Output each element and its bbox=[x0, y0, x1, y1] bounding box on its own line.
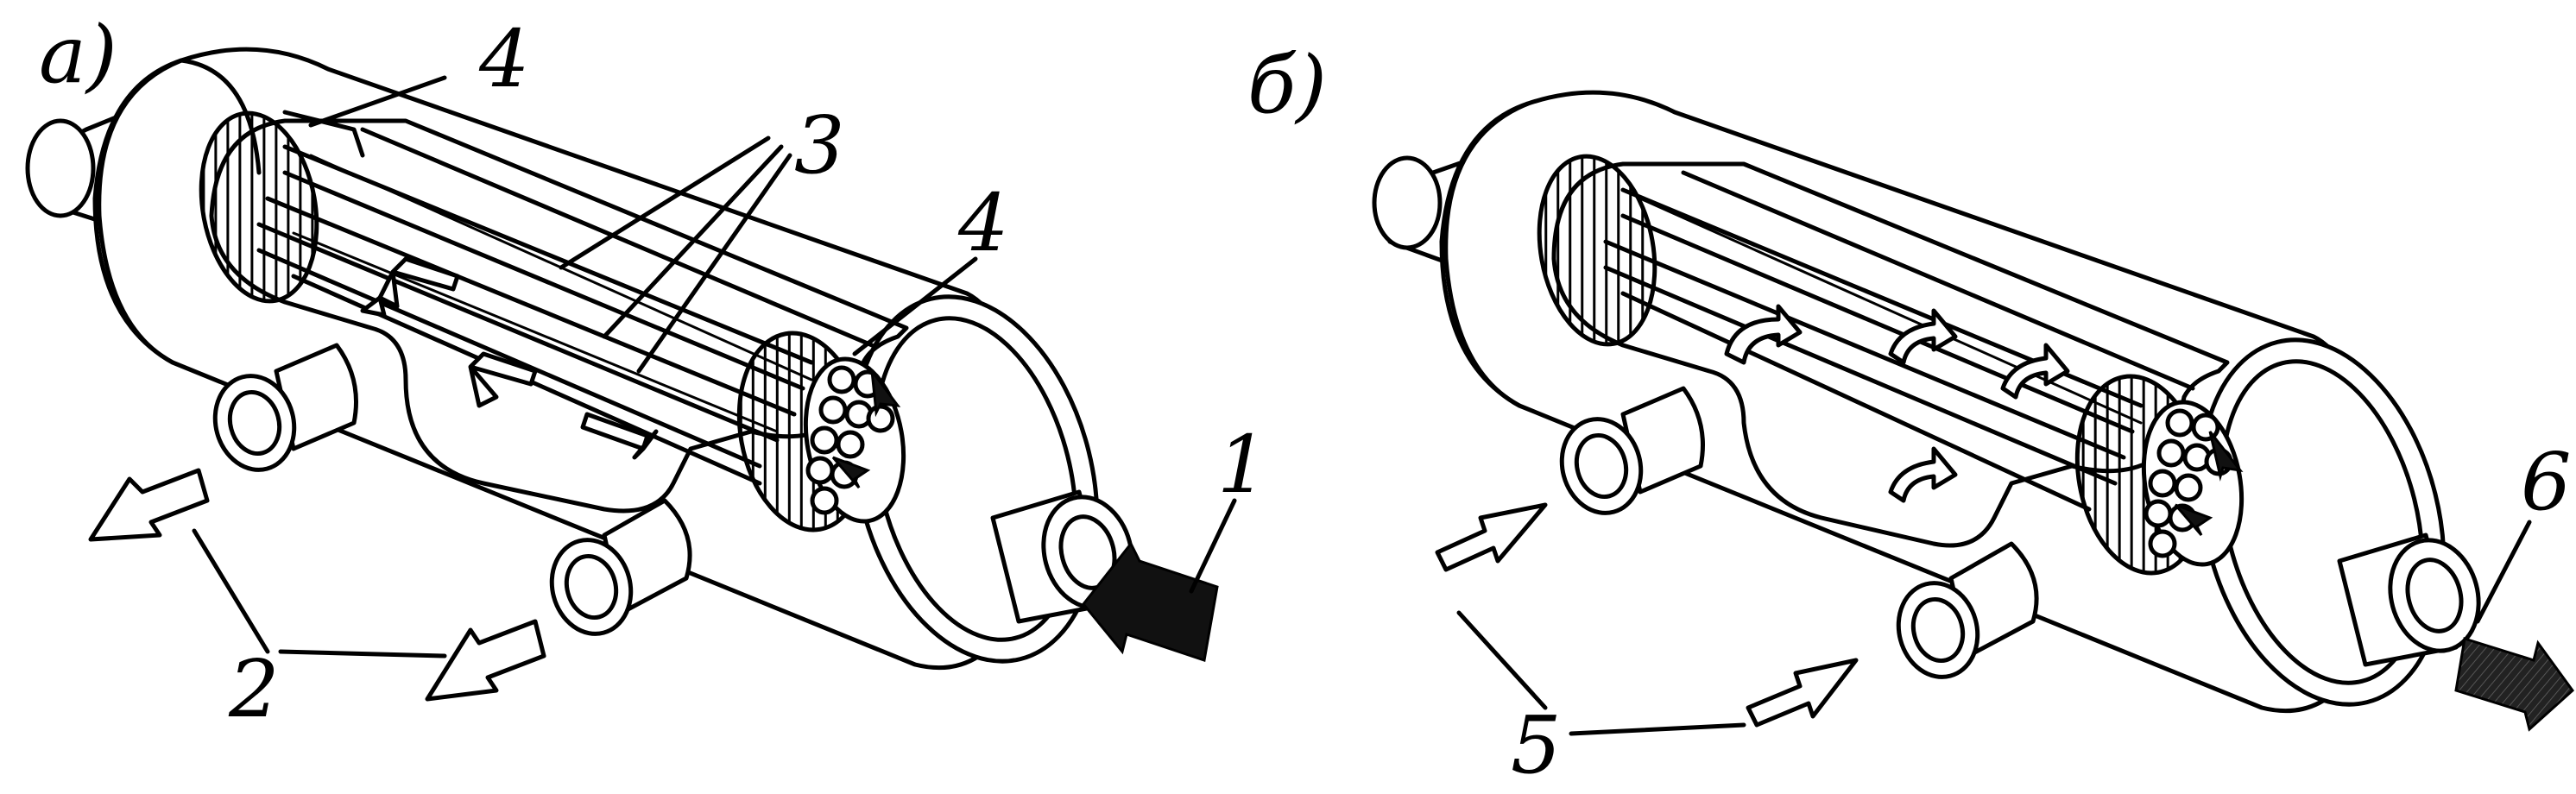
leader-lines-a bbox=[192, 75, 1237, 659]
panel-b: б) 6 5 bbox=[1247, 39, 2575, 791]
tubesheet-left-b bbox=[1537, 154, 1657, 347]
internal-flow-arrows-a bbox=[360, 256, 659, 460]
outlet-arrow-2a bbox=[88, 468, 210, 542]
side-nozzle-2-a bbox=[549, 498, 692, 636]
inlet-arrow-1 bbox=[1082, 541, 1219, 662]
leader-lines-b bbox=[1456, 520, 2532, 736]
label-1: 1 bbox=[1217, 419, 1268, 511]
tubesheet-right-a bbox=[736, 331, 906, 532]
label-3: 3 bbox=[794, 99, 845, 192]
internal-flow-arrows-b bbox=[1724, 304, 2070, 503]
label-2: 2 bbox=[228, 643, 280, 735]
tubesheet-right-b bbox=[2074, 374, 2245, 576]
panel-a: а) 4 3 4 1 2 bbox=[25, 9, 1268, 735]
side-nozzle-2-b bbox=[1896, 541, 2039, 679]
right-end-nozzle-b bbox=[2337, 532, 2481, 667]
side-nozzle-1-b bbox=[1559, 386, 1705, 515]
label-6: 6 bbox=[2521, 436, 2572, 528]
panel-letter-b: б) bbox=[1247, 39, 1327, 131]
label-4-top: 4 bbox=[478, 13, 530, 105]
outlet-arrow-6 bbox=[2454, 637, 2575, 732]
label-5: 5 bbox=[1511, 699, 1562, 791]
side-nozzle-1-a bbox=[212, 343, 358, 472]
inlet-arrow-5b bbox=[1746, 658, 1859, 728]
label-4-right: 4 bbox=[957, 177, 1009, 269]
outlet-arrow-2b bbox=[425, 619, 546, 702]
tubesheet-left-a bbox=[199, 110, 365, 304]
inlet-arrow-5a bbox=[1435, 502, 1548, 572]
panel-letter-a: а) bbox=[39, 9, 117, 101]
